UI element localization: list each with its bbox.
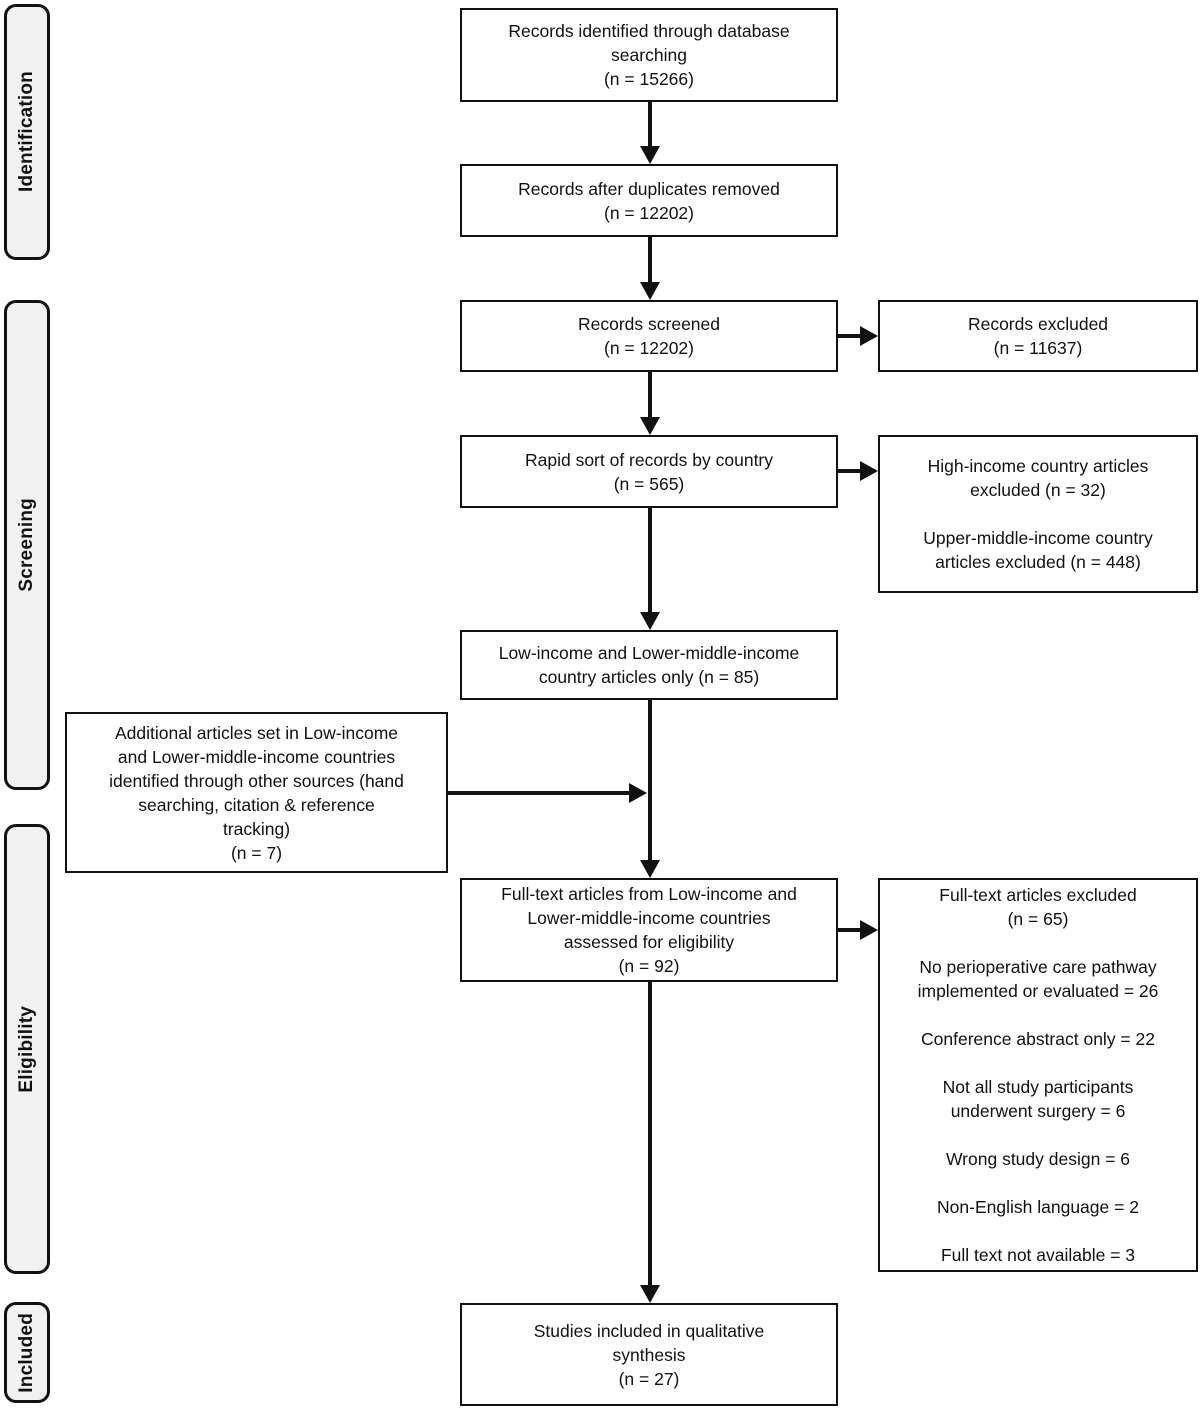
arrow-fulltext-to-fulltext-excluded [838,928,860,932]
arrow-duplicates-to-screened [648,237,652,282]
stage-label-screening-text: Screening [16,498,37,592]
arrow-rapid-sort-to-country-excluded [838,469,860,473]
arrow-screened-to-records-excluded [838,334,860,338]
box-records-screened: Records screened (n = 12202) [460,300,838,372]
stage-label-eligibility-text: Eligibility [16,1005,37,1093]
box-rapid-sort: Rapid sort of records by country (n = 56… [460,435,838,508]
box-low-income-articles: Low-income and Lower-middle-income count… [460,630,838,700]
box-fulltext-excluded: Full-text articles excluded (n = 65) No … [878,878,1198,1272]
box-included-studies: Studies included in qualitative synthesi… [460,1303,838,1406]
stage-label-identification: Identification [4,4,50,260]
stage-label-screening: Screening [4,300,50,790]
stage-label-included: Included [4,1302,50,1403]
arrow-screened-to-rapid-sort [648,372,652,417]
arrow-low-income-to-fulltext [648,700,652,860]
arrow-additional-sources-to-main-flow [448,791,629,795]
stage-label-identification-text: Identification [16,71,37,193]
arrow-fulltext-to-included [648,982,652,1285]
stage-label-eligibility: Eligibility [4,824,50,1274]
box-country-articles-excluded: High-income country articles excluded (n… [878,435,1198,593]
box-additional-sources: Additional articles set in Low-income an… [65,712,448,873]
box-fulltext-assessed: Full-text articles from Low-income and L… [460,878,838,982]
arrow-identified-to-duplicates [648,102,652,146]
stage-label-included-text: Included [16,1312,37,1393]
box-records-identified: Records identified through database sear… [460,8,838,102]
box-records-excluded: Records excluded (n = 11637) [878,300,1198,372]
box-duplicates-removed: Records after duplicates removed (n = 12… [460,164,838,237]
arrow-rapid-sort-to-low-income [648,508,652,612]
